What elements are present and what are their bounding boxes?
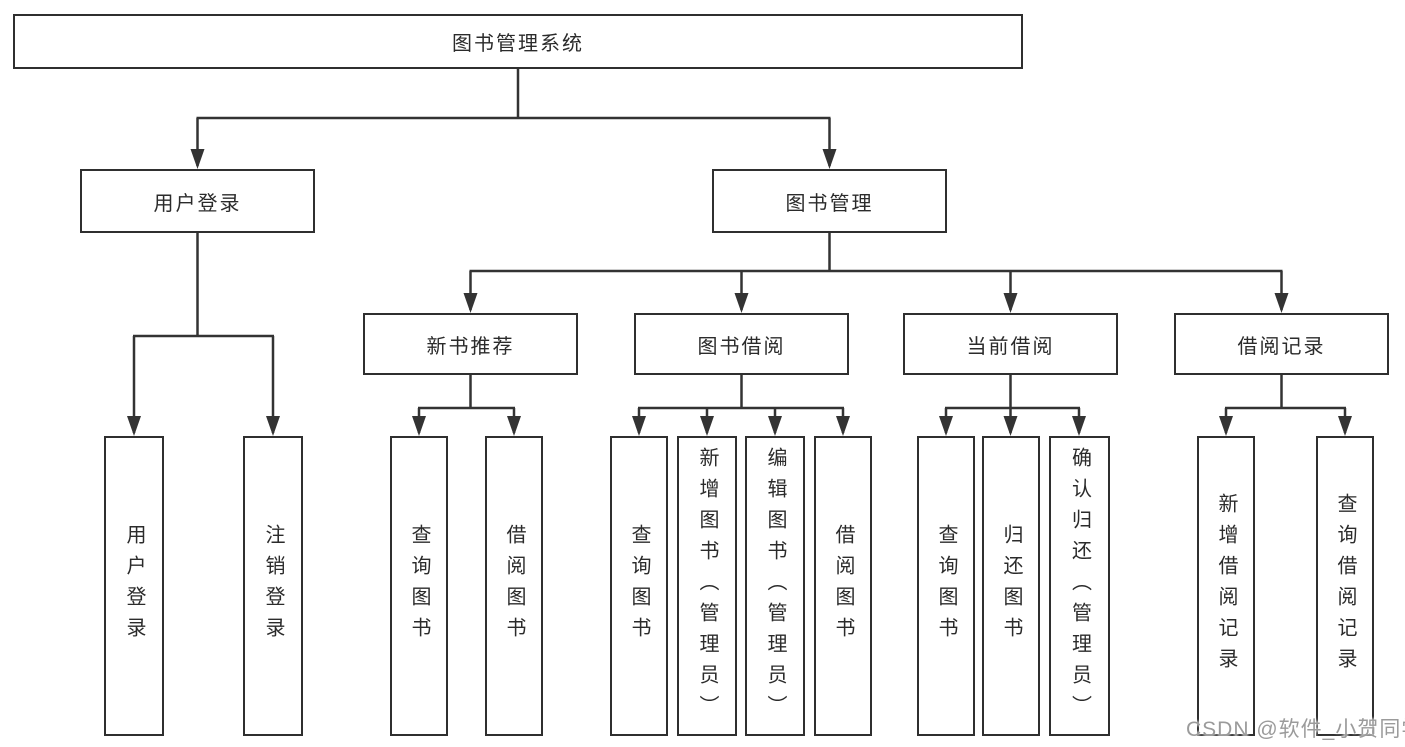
node-leaf-add-books-admin: 新增图书（管理员）	[677, 436, 737, 736]
node-leaf-query-books-borrowing: 查询图书	[610, 436, 668, 736]
node-leaf-logout: 注销登录	[243, 436, 303, 736]
node-leaf-edit-books-admin: 编辑图书（管理员）	[745, 436, 805, 736]
node-leaf-user-login: 用户登录	[104, 436, 164, 736]
connector-root-to-branches	[190, 69, 837, 169]
node-book-borrowing: 图书借阅	[634, 313, 849, 375]
connector-records-children	[1219, 375, 1352, 436]
node-leaf-add-borrow-record: 新增借阅记录	[1197, 436, 1255, 736]
node-system-root: 图书管理系统	[13, 14, 1023, 69]
connector-borrowing-children	[632, 375, 850, 436]
connector-book-management-groups	[463, 233, 1289, 313]
connector-recommendation-children	[412, 375, 521, 436]
node-leaf-borrow-books-borrowing: 借阅图书	[814, 436, 872, 736]
node-user-login-branch: 用户登录	[80, 169, 315, 233]
node-leaf-query-books-current: 查询图书	[917, 436, 975, 736]
node-leaf-return-books: 归还图书	[982, 436, 1040, 736]
connector-current-borrowing-children	[939, 375, 1086, 436]
node-borrowing-records: 借阅记录	[1174, 313, 1389, 375]
node-current-borrowing: 当前借阅	[903, 313, 1118, 375]
node-book-management-branch: 图书管理	[712, 169, 947, 233]
csdn-watermark: CSDN @软件_小贺同学	[1186, 718, 1405, 741]
node-leaf-query-borrow-record: 查询借阅记录	[1316, 436, 1374, 736]
node-leaf-query-books-recommend: 查询图书	[390, 436, 448, 736]
connector-user-login-children	[127, 233, 280, 436]
node-leaf-borrow-books-recommend: 借阅图书	[485, 436, 543, 736]
node-leaf-confirm-return-admin: 确认归还（管理员）	[1049, 436, 1110, 736]
node-new-book-recommendation: 新书推荐	[363, 313, 578, 375]
